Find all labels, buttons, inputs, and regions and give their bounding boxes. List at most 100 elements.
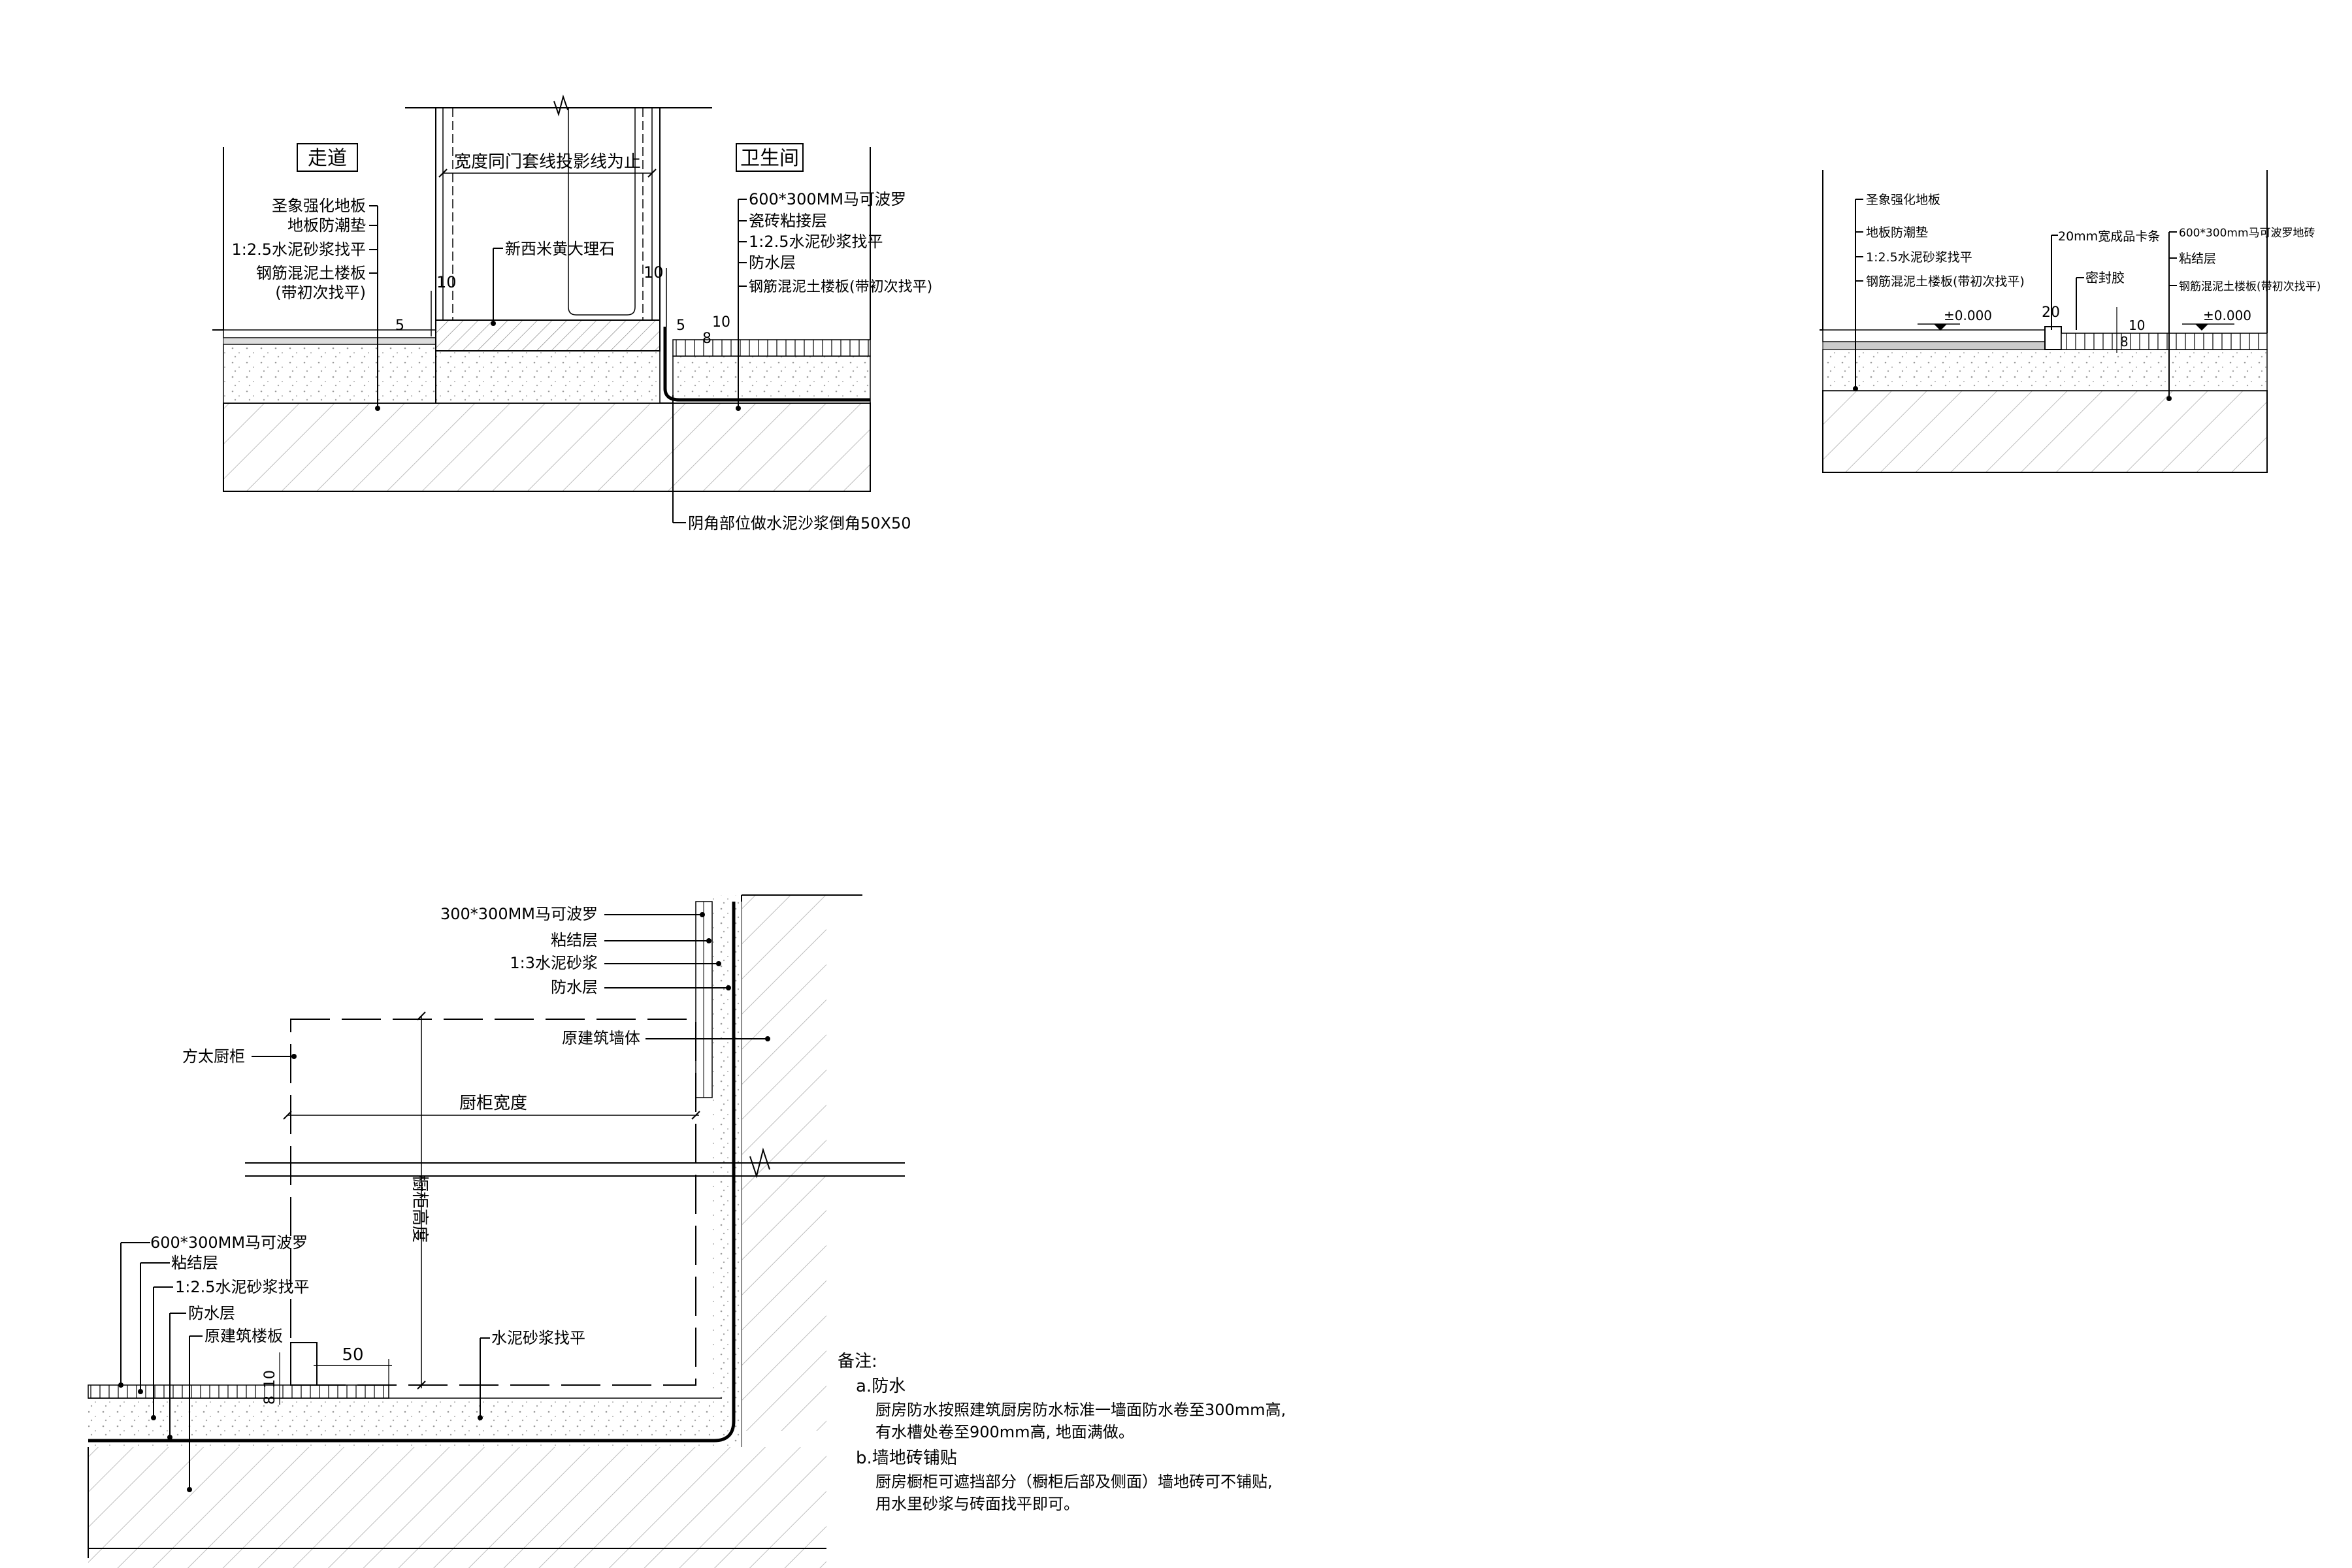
detail-door-threshold: 走道 卫生间 宽度同门套线投影线为止 圣象强化地板 地板防潮垫 1:2.5水泥砂…: [212, 94, 932, 532]
right-layer-3: 钢筋混泥土楼板(带初次找平): [2179, 280, 2321, 293]
bathroom-tiles: [672, 339, 871, 357]
wall-label: 原建筑墙体: [562, 1029, 640, 1047]
leader-dot: [138, 1389, 143, 1394]
corridor-title: 走道: [308, 147, 347, 170]
dim-10: 10: [262, 1370, 278, 1388]
floor-slab: [223, 402, 871, 492]
corridor-layer-2: 地板防潮垫: [287, 216, 366, 235]
leader-dot: [151, 1415, 156, 1420]
notes-b-line-2: 用水里砂浆与砖面找平即可。: [875, 1495, 1079, 1513]
width-label: 厨柜宽度: [459, 1094, 527, 1113]
transition-strip: [2044, 326, 2062, 350]
floor-layer-5: 原建筑楼板: [204, 1327, 283, 1345]
detail-kitchen-cabinet: 厨柜宽度 橱柜高度 50 8 10 300*300MM马可波罗 粘结层 1:3水…: [88, 894, 905, 1568]
leader-dot: [478, 1415, 483, 1420]
dim-tick: [647, 169, 657, 178]
dim-10-right: 10: [644, 263, 664, 282]
corridor-layer-1: 圣象强化地板: [272, 197, 366, 215]
corridor-title-box: [297, 143, 358, 172]
wall-layer-2: 粘结层: [551, 931, 598, 949]
dim-50: 50: [342, 1345, 363, 1365]
screed-label: 水泥砂浆找平: [491, 1329, 585, 1347]
threshold-stone: [435, 319, 661, 351]
corner-note: 阴角部位做水泥沙浆倒角50X50: [688, 514, 911, 532]
leader-dot: [736, 406, 741, 411]
bathroom-title-box: [736, 143, 804, 172]
right-tiles: [2061, 333, 2268, 350]
dim-8: 8: [262, 1396, 278, 1405]
leader-dot: [167, 1435, 172, 1440]
screed-layer: [1822, 349, 2268, 391]
waterproof-membrane: [663, 327, 870, 402]
dim-tick: [283, 1111, 292, 1120]
level-marker-left: [1934, 324, 1947, 331]
corridor-layer-4: 钢筋混泥土楼板: [256, 264, 366, 282]
right-layer-2: 粘结层: [2179, 252, 2216, 266]
dim-tick: [691, 1111, 700, 1120]
notes-b-title: b.墙地砖铺贴: [856, 1448, 957, 1468]
bathroom-title: 卫生间: [740, 147, 799, 170]
dim-10-left: 10: [436, 273, 457, 291]
left-layer-1: 圣象强化地板: [1866, 193, 1940, 207]
floor-slab: [1822, 390, 2268, 473]
detail-floor-transition: ±0.000 ±0.000 圣象强化地板 地板防潮垫 1:2.5水泥砂浆找平 钢…: [1820, 170, 2321, 473]
floor-layer-labels: 600*300MM马可波罗 粘结层 1:2.5水泥砂浆找平 防水层 原建筑楼板: [118, 1233, 310, 1492]
bathroom-layer-4: 防水层: [749, 253, 796, 272]
floor-tiles: [88, 1384, 389, 1399]
door-break-mark: [553, 94, 568, 117]
dim-8: 8: [2120, 334, 2129, 350]
corridor-pad: [223, 337, 436, 345]
dim-5-left: 5: [395, 318, 404, 334]
kitchen-cabinet: [290, 1019, 696, 1386]
bathroom-layer-1: 600*300MM马可波罗: [749, 190, 906, 208]
leader-dot: [706, 938, 711, 943]
bathroom-layer-labels: 600*300MM马可波罗 瓷砖粘接层 1:2.5水泥砂浆找平 防水层 钢筋混泥…: [736, 190, 932, 411]
door-panel: [568, 108, 636, 316]
dim-10-right-b: 10: [712, 314, 730, 331]
height-label: 橱柜高度: [410, 1175, 429, 1243]
leader-dot: [700, 912, 705, 917]
waterproof-membrane: [88, 902, 736, 1443]
leader-dot: [726, 985, 731, 990]
corridor-layer-labels: 圣象强化地板 地板防潮垫 1:2.5水泥砂浆找平 钢筋混泥土楼板 (带初次找平): [231, 197, 380, 411]
notes-b-line-1: 厨房橱柜可遮挡部分（橱柜后部及侧面）墙地砖可不铺贴,: [875, 1473, 1273, 1491]
dim-tick: [417, 1011, 426, 1021]
leader-dot: [291, 1054, 297, 1059]
notes-title: 备注:: [838, 1352, 877, 1371]
leader-dot: [1853, 386, 1858, 391]
leader-dot: [187, 1487, 192, 1492]
bathroom-screed: [672, 355, 871, 404]
leader-dot: [491, 321, 496, 326]
bathroom-layer-3: 1:2.5水泥砂浆找平: [749, 233, 883, 251]
leader-dot: [375, 406, 380, 411]
left-layer-2: 地板防潮垫: [1866, 225, 1928, 240]
floor-layer-4: 防水层: [188, 1304, 235, 1322]
leader-dot: [716, 961, 721, 966]
wall-layer-1: 300*300MM马可波罗: [440, 905, 598, 923]
break-mark: [749, 1147, 770, 1179]
dim-tick: [438, 169, 448, 178]
wall-layer-4: 防水层: [551, 978, 598, 996]
notes-block: 备注: a.防水 厨房防水按照建筑厨房防水标准一墙面防水卷至300mm高, 有水…: [838, 1352, 1286, 1513]
corridor-layer-5: (带初次找平): [275, 284, 366, 302]
notes-a-line-1: 厨房防水按照建筑厨房防水标准一墙面防水卷至300mm高,: [875, 1401, 1286, 1419]
leader-dot: [2166, 396, 2172, 401]
leader-dot: [765, 1036, 770, 1041]
dim-8-right: 8: [702, 331, 711, 347]
notes-a-line-2: 有水槽处卷至900mm高, 地面满做。: [875, 1423, 1134, 1441]
bathroom-layer-5: 钢筋混泥土楼板(带初次找平): [749, 279, 932, 295]
wall-screed: [712, 895, 742, 1447]
level-right: ±0.000: [2203, 308, 2251, 323]
floor-layer-2: 粘结层: [171, 1254, 218, 1272]
dim-10: 10: [2129, 318, 2145, 333]
wall-layer-labels: 300*300MM马可波罗 粘结层 1:3水泥砂浆 防水层 原建筑墙体: [440, 905, 770, 1047]
threshold-screed: [435, 350, 661, 404]
dim-tick: [417, 1380, 426, 1390]
threshold-label: 新西米黄大理石: [505, 240, 615, 258]
floor-layer-1: 600*300MM马可波罗: [150, 1233, 308, 1252]
notes-a-title: a.防水: [856, 1377, 906, 1396]
dim-20: 20: [2042, 304, 2060, 321]
level-left: ±0.000: [1944, 308, 1992, 323]
left-layer-4: 钢筋混泥土楼板(带初次找平): [1866, 274, 2025, 289]
